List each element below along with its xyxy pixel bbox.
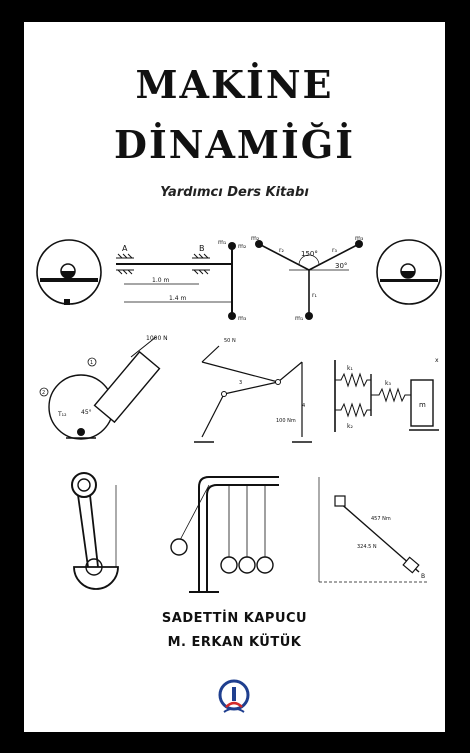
shaft-dim-1: 1.0 m — [152, 277, 169, 284]
slider-mechanism-figure: 457 Nm 324.5 N B — [318, 477, 429, 583]
rotor-m1: m₁ — [295, 315, 304, 322]
mech1-n1: 1 — [90, 360, 93, 366]
rotor-m3: m₃ — [355, 235, 364, 242]
mech2-force: 50 N — [224, 338, 236, 344]
flywheel-right-figure — [376, 239, 442, 305]
rotor-figure: 150° 30° r₂ r₃ r₁ m₂ m₃ m₁ — [251, 235, 364, 322]
mechanism-linkage-figure: 50 N 100 Nm 4 3 — [194, 338, 312, 443]
author-1: SADETTİN KAPUCU — [161, 611, 308, 626]
newtons-cradle-figure — [170, 476, 279, 593]
rotor-r2: r₂ — [279, 247, 284, 254]
mech1-angle: 45° — [81, 409, 92, 416]
title-line-2: DİNAMİĞİ — [113, 122, 355, 167]
slider-f2: 324.5 N — [357, 544, 377, 550]
shaft-m2: m₂ — [238, 243, 247, 250]
slider-f1: 457 Nm — [371, 516, 391, 522]
mech1-force: 1000 N — [146, 335, 168, 342]
rotor-angle-150: 150° — [301, 250, 318, 258]
shaft-m3: m₃ — [238, 315, 247, 322]
mech2-n3: 3 — [239, 380, 242, 386]
spring-k2: k₂ — [347, 423, 353, 430]
spring-k1: k₁ — [347, 365, 353, 372]
title-line-1: MAKİNE — [135, 62, 334, 107]
spring-k3: k₃ — [385, 380, 391, 387]
mechanism-disk-figure: 1000 N 45° T₁₂ 1 2 — [39, 335, 168, 440]
mech1-torque: T₁₂ — [57, 411, 67, 418]
flywheel-left-figure — [36, 239, 102, 305]
rotor-angle-30: 30° — [335, 262, 347, 270]
subtitle: Yardımcı Ders Kitabı — [160, 185, 309, 200]
author-2: M. ERKAN KÜTÜK — [167, 635, 302, 650]
shaft-label-b: B — [199, 244, 205, 253]
rotor-r1: r₁ — [312, 292, 317, 299]
shaft-label-a: A — [122, 244, 128, 253]
spring-mass-figure: m k₁ k₂ k₃ x — [334, 357, 439, 432]
book-cover: MAKİNE DİNAMİĞİ Yardımcı Ders Kitabı A B… — [24, 22, 445, 732]
rotor-m2: m₂ — [251, 235, 260, 242]
slider-b: B — [421, 573, 425, 580]
connecting-rod-figure — [71, 472, 119, 590]
spring-mass-label: m — [419, 401, 426, 409]
shaft-figure: A B m₁ m₂ m₃ 1.0 m 1.4 m — [116, 239, 247, 322]
shaft-dim-2: 1.4 m — [169, 295, 186, 302]
mech2-torque: 100 Nm — [276, 418, 296, 424]
spring-x: x — [435, 357, 439, 364]
mech2-n4: 4 — [302, 403, 305, 409]
shaft-m1: m₁ — [218, 239, 227, 246]
mech1-n2: 2 — [42, 390, 45, 396]
publisher-logo — [218, 679, 250, 713]
rotor-r3: r₃ — [332, 247, 337, 254]
